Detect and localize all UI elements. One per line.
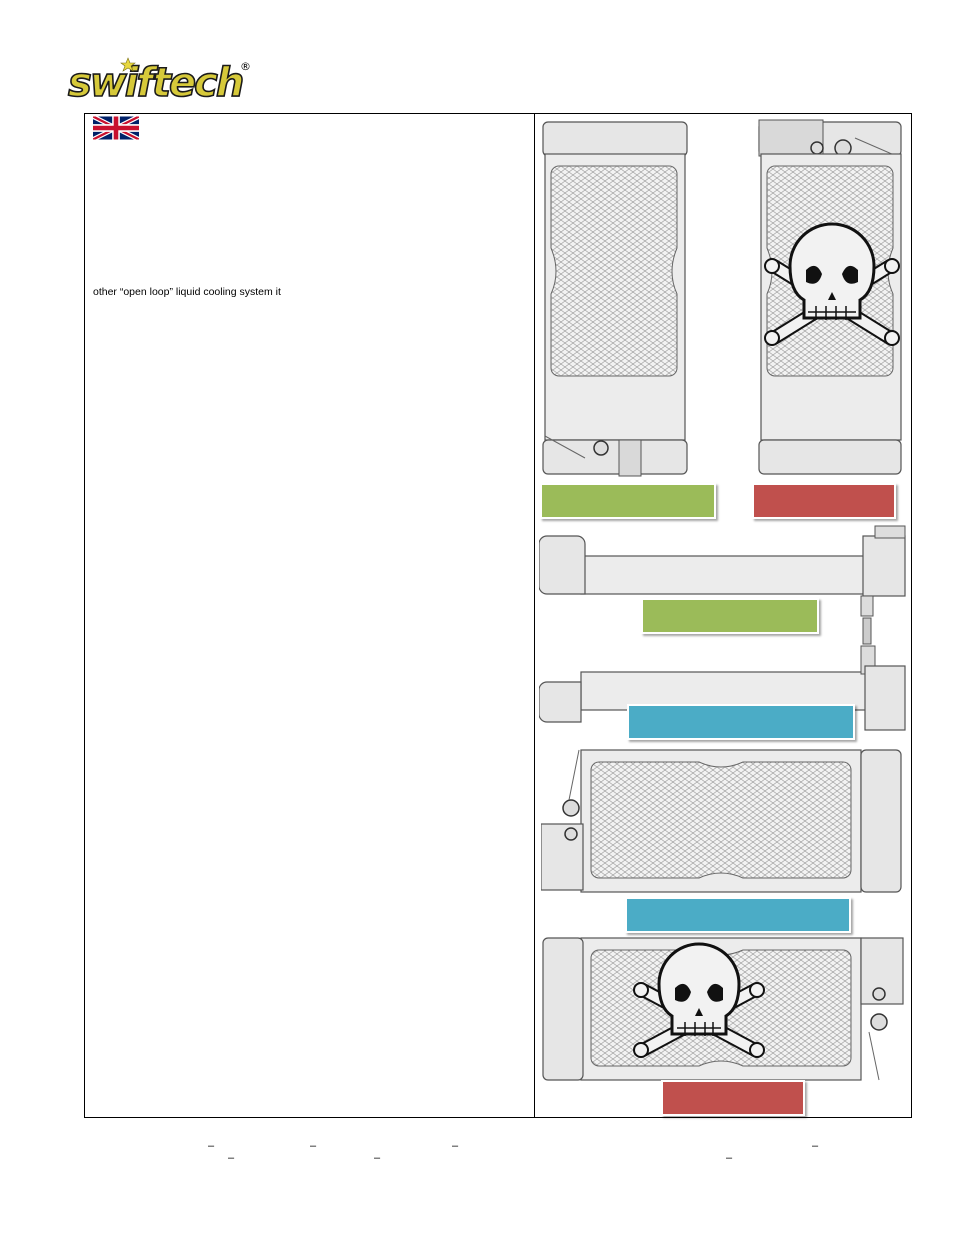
- footer-mark: –: [310, 1140, 317, 1152]
- uk-flag-icon: [93, 116, 139, 140]
- radiator-vertical-correct: [542, 121, 688, 477]
- footer-mark: –: [374, 1152, 381, 1164]
- radiator-horizontal-incorrect: [542, 937, 904, 1081]
- footer-mark: –: [208, 1140, 215, 1152]
- swiftech-logo: swiftech ®: [67, 57, 251, 104]
- instruction-text: other “open loop” liquid cooling system …: [93, 286, 281, 298]
- label-bar-alternate-2: [625, 897, 851, 933]
- label-bar-correct-1: [540, 483, 716, 519]
- registered-mark: ®: [240, 60, 251, 73]
- column-divider: [534, 114, 535, 1117]
- label-bar-incorrect-1: [752, 483, 896, 519]
- radiator-vertical-incorrect: [758, 119, 902, 475]
- skull-crossbones-icon: [633, 942, 765, 1058]
- svg-text:swiftech: swiftech: [68, 60, 243, 104]
- tubes-assembly: [539, 525, 906, 731]
- footer-mark: –: [452, 1140, 459, 1152]
- content-frame: other “open loop” liquid cooling system …: [84, 113, 912, 1118]
- footer-mark: –: [726, 1152, 733, 1164]
- footer-mark: –: [812, 1140, 819, 1152]
- label-bar-alternate-1: [627, 704, 855, 740]
- footer-marks: – – – – – – –: [0, 1140, 954, 1170]
- footer-mark: –: [228, 1152, 235, 1164]
- skull-crossbones-icon: [764, 222, 900, 346]
- label-bar-incorrect-2: [661, 1080, 805, 1116]
- radiator-horizontal-correct: [541, 749, 902, 893]
- label-bar-correct-2: [641, 598, 819, 634]
